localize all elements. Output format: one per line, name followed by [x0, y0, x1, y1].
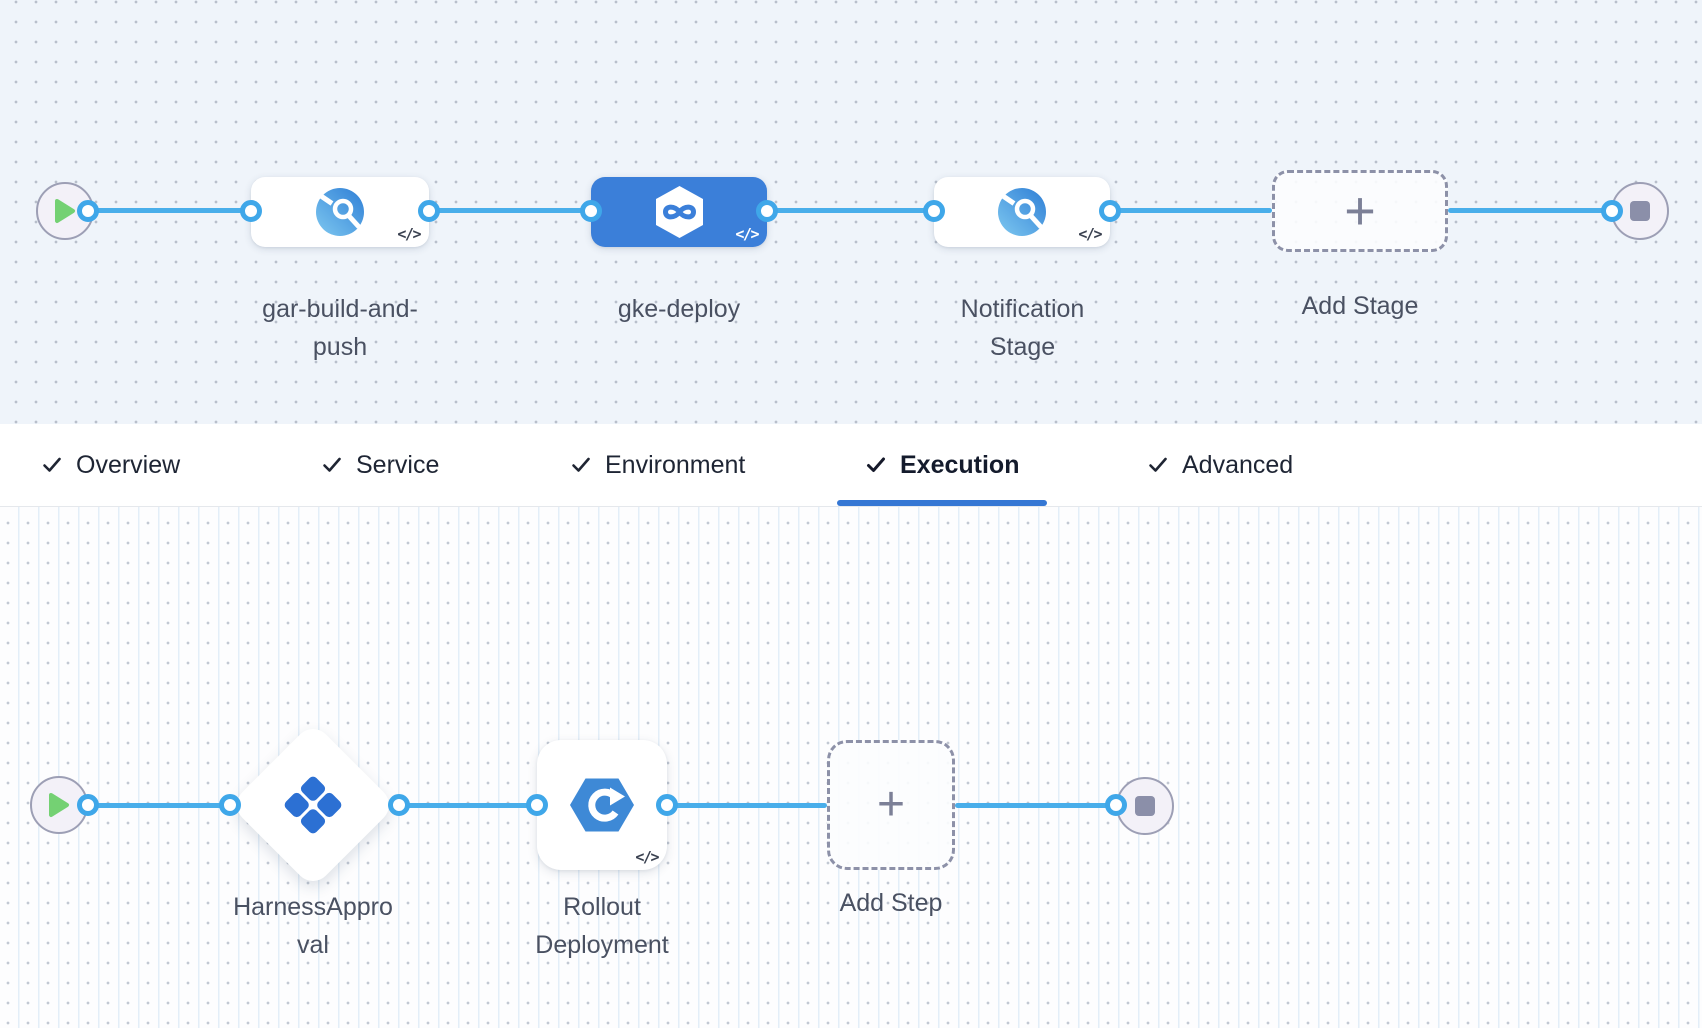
- connector-port[interactable]: [1601, 200, 1623, 222]
- tab-label: Overview: [76, 450, 181, 479]
- step-rollout-deployment[interactable]: </>: [537, 740, 667, 870]
- stop-icon: [1135, 796, 1155, 816]
- yaml-code-icon: </>: [735, 225, 759, 243]
- stop-icon: [1630, 201, 1650, 221]
- connector-port[interactable]: [1105, 794, 1127, 816]
- check-icon: [1147, 454, 1169, 476]
- stage-card-gke-deploy[interactable]: </>: [591, 177, 767, 247]
- add-step-label: Add Step: [839, 889, 943, 917]
- stage-card-notification-stage[interactable]: </>: [934, 177, 1110, 247]
- check-icon: [41, 454, 63, 476]
- connector-port[interactable]: [388, 794, 410, 816]
- stage-card-gar-build-and-push[interactable]: </>: [251, 177, 429, 247]
- add-stage-label: Add Stage: [1301, 292, 1419, 320]
- connector-port[interactable]: [77, 794, 99, 816]
- tab-environment[interactable]: Environment: [550, 424, 765, 506]
- execution-start-node: [30, 776, 88, 834]
- check-icon: [321, 454, 343, 476]
- wire: [1448, 208, 1612, 213]
- deploy-stage-icon: [316, 188, 364, 236]
- tab-label: Service: [356, 450, 440, 479]
- plus-icon: +: [1344, 181, 1376, 241]
- yaml-code-icon: </>: [635, 848, 659, 866]
- check-icon: [570, 454, 592, 476]
- connector-port[interactable]: [240, 200, 262, 222]
- tab-service[interactable]: Service: [301, 424, 459, 506]
- wire: [429, 208, 591, 213]
- tab-overview[interactable]: Overview: [21, 424, 200, 506]
- connector-port[interactable]: [756, 200, 778, 222]
- connector-port[interactable]: [526, 794, 548, 816]
- connector-port[interactable]: [418, 200, 440, 222]
- wire: [767, 208, 934, 213]
- stage-label: gke-deploy: [617, 295, 741, 323]
- add-stage-button[interactable]: +: [1272, 170, 1448, 252]
- connector-port[interactable]: [219, 794, 241, 816]
- tab-label: Advanced: [1182, 450, 1294, 479]
- infinity-hexagon-icon: [655, 186, 703, 238]
- wire: [1110, 208, 1272, 213]
- tab-label: Environment: [605, 450, 746, 479]
- step-label: HarnessApproval: [233, 893, 393, 959]
- connector-port[interactable]: [580, 200, 602, 222]
- active-tab-underline: [837, 500, 1048, 506]
- wire: [955, 803, 1116, 808]
- pipeline-start-node: [36, 182, 94, 240]
- wire: [399, 803, 537, 808]
- play-icon: [55, 199, 75, 223]
- plus-icon: +: [876, 778, 906, 831]
- check-icon: [865, 454, 887, 476]
- gke-rollout-icon: [570, 778, 634, 832]
- wire: [667, 803, 827, 808]
- stage-setup-tabbar: Overview Service Environment Execution: [0, 424, 1702, 507]
- wire: [88, 803, 230, 808]
- stage-label: Notification Stage: [960, 295, 1085, 361]
- tab-label: Execution: [900, 450, 1020, 479]
- step-label: Rollout Deployment: [535, 893, 669, 959]
- add-step-button[interactable]: +: [827, 740, 955, 870]
- deploy-stage-icon: [998, 188, 1046, 236]
- play-icon: [49, 793, 69, 817]
- connector-port[interactable]: [923, 200, 945, 222]
- stage-label: gar-build-and-push: [262, 295, 418, 361]
- tab-advanced[interactable]: Advanced: [1127, 424, 1313, 506]
- tab-execution[interactable]: Execution: [837, 424, 1048, 506]
- connector-port[interactable]: [1099, 200, 1121, 222]
- yaml-code-icon: </>: [1078, 225, 1102, 243]
- connector-port[interactable]: [77, 200, 99, 222]
- connector-port[interactable]: [656, 794, 678, 816]
- yaml-code-icon: </>: [397, 225, 421, 243]
- wire: [88, 208, 251, 213]
